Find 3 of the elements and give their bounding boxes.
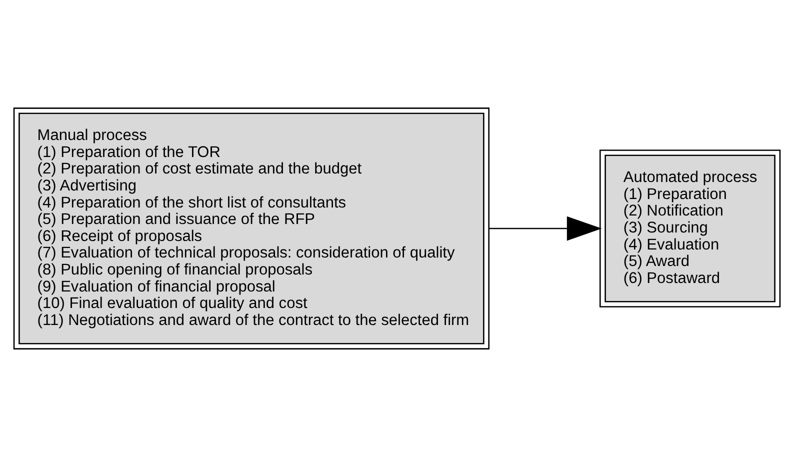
arrow [489,216,602,240]
node-box: Manual process (1) Preparation of the TOR (2) Preparation of cost estimate and the budget (3) Advertising (4) Preparation of the short list of consultants (5) Preparation and issuance of the RFP (6) Receipt of proposals (7) Evaluation of technical proposals: consideration of quality (8) Public opening of financial proposals (9) Evaluation of financial proposal (10) Final evaluation of quality and cost (11) Negotiations and award of the contract to the selected firm [13,107,490,349]
node-box: Automated process (1) Preparation (2) Notification (3) Sourcing (4) Evaluation (5) Award (6) Postaward [599,149,781,307]
